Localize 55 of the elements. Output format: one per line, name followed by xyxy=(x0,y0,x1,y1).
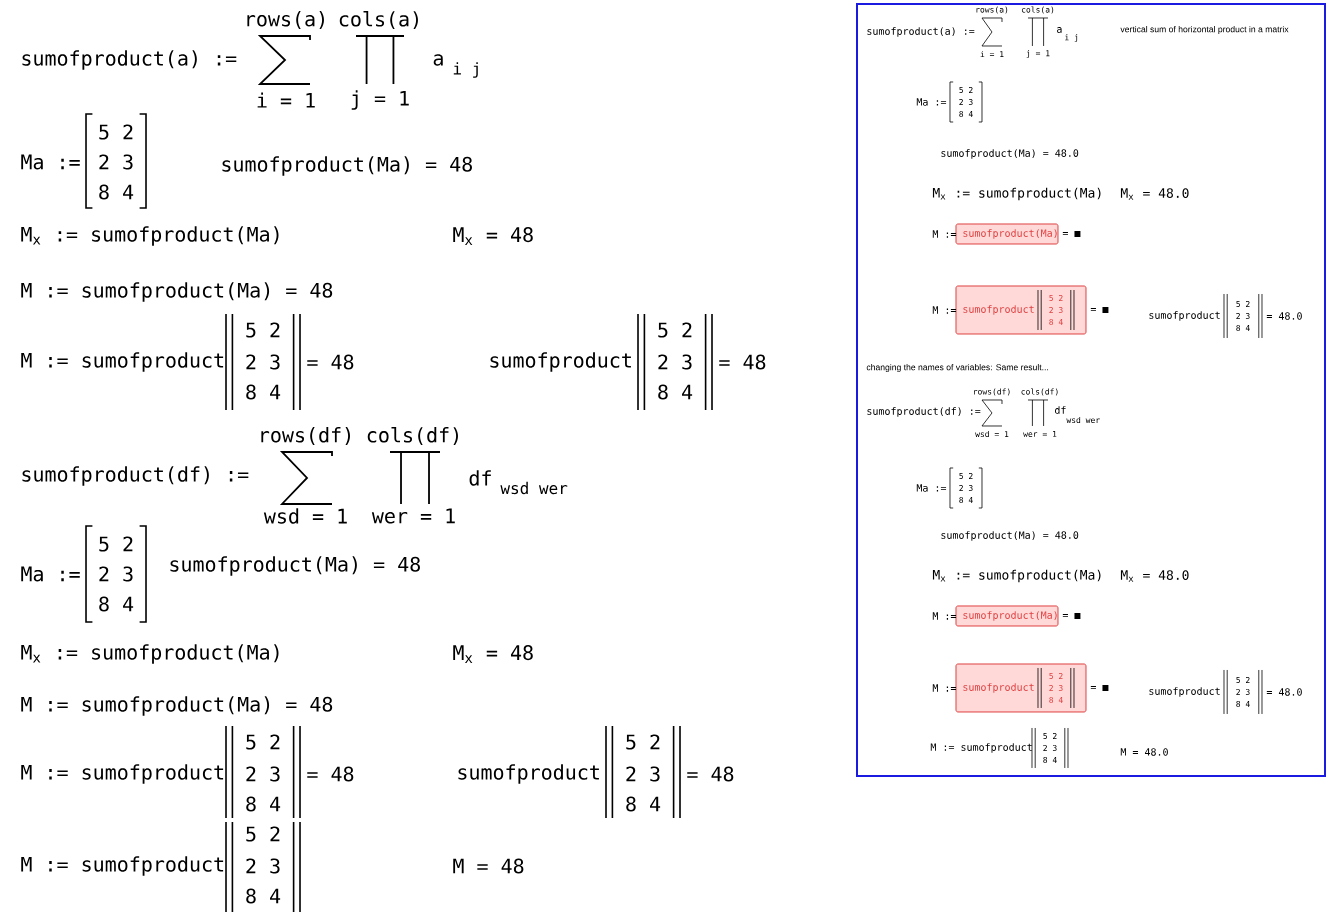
formula-text: M := sumofproduct(Ma) = 48 xyxy=(21,282,333,302)
formula-text: M := sumofproduct xyxy=(21,856,224,876)
formula-text: sumofproduct(a) := xyxy=(22,50,237,70)
matrix-row: 2 3 xyxy=(99,566,133,582)
formula-text: M := sumofproduct(Ma) = 48 xyxy=(21,696,333,716)
limit-text: wer = 1 xyxy=(371,508,455,524)
matrix-row: 2 3 xyxy=(246,766,280,782)
matrix-row: 8 4 xyxy=(246,888,281,904)
formula-text: sumofproduct xyxy=(458,764,599,784)
formula-text: sumofproduct xyxy=(490,352,631,372)
subscript-text: i j xyxy=(453,62,478,78)
matrix-row: 5 2 xyxy=(626,734,660,750)
matrix-row: 2 3 xyxy=(626,766,660,782)
formula-text: M := sumofproduct xyxy=(21,352,224,372)
formula-text: M := sumofproduct xyxy=(21,764,224,784)
matrix-row: 5 2 xyxy=(246,322,280,338)
limit-text: wsd = 1 xyxy=(263,508,347,524)
formula-text: M = 48 xyxy=(453,858,524,874)
matrix-row: 8 4 xyxy=(246,384,281,400)
formula-text: = 48 xyxy=(307,766,354,782)
matrix-row: 8 4 xyxy=(99,184,134,200)
matrix-row: 5 2 xyxy=(658,322,692,338)
formula-text: M$_{x}$ = 48 xyxy=(453,645,533,663)
matrix-row: 2 3 xyxy=(99,154,133,170)
limit-text: rows(df) xyxy=(261,427,350,445)
limit-text: cols(a) xyxy=(339,11,418,29)
limit-text: i = 1 xyxy=(257,92,315,108)
formula-text: M$_{x}$ = 48 xyxy=(453,227,533,245)
formula-text: Ma := xyxy=(21,154,80,170)
matrix-row: 8 4 xyxy=(626,796,661,812)
formula-text: M$_{x}$ := sumofproduct(Ma) xyxy=(21,226,279,246)
formula-text: a xyxy=(433,54,443,66)
matrix-row: 5 2 xyxy=(99,536,133,552)
limit-text: cols(df) xyxy=(367,427,458,445)
formula-text: sumofproduct(Ma) = 48 xyxy=(222,156,472,176)
matrix-row: 2 3 xyxy=(658,354,692,370)
matrix-row: 5 2 xyxy=(99,124,133,140)
matrix-row: 5 2 xyxy=(246,734,280,750)
formula-text: sumofproduct(Ma) = 48 xyxy=(170,556,420,576)
subscript-text: wsd wer xyxy=(500,481,568,495)
matrix-row: 2 3 xyxy=(246,858,280,874)
formula-text: = 48 xyxy=(687,766,734,782)
formula-text: = 48 xyxy=(307,354,354,370)
matrix-row: 8 4 xyxy=(658,384,693,400)
matrix-row: 5 2 xyxy=(246,826,280,842)
limit-text: rows(a) xyxy=(247,11,324,29)
formula-text: = 48 xyxy=(719,354,766,370)
matrix-row: 8 4 xyxy=(246,796,281,812)
formula-text: sumofproduct(df) := xyxy=(22,466,249,486)
formula-text: Ma := xyxy=(21,566,80,582)
limit-text: j = 1 xyxy=(351,90,409,110)
matrix-row: 2 3 xyxy=(246,354,280,370)
formula-text: df xyxy=(469,470,491,486)
formula-text: M$_{x}$ := sumofproduct(Ma) xyxy=(21,644,279,664)
matrix-row: 8 4 xyxy=(99,596,134,612)
